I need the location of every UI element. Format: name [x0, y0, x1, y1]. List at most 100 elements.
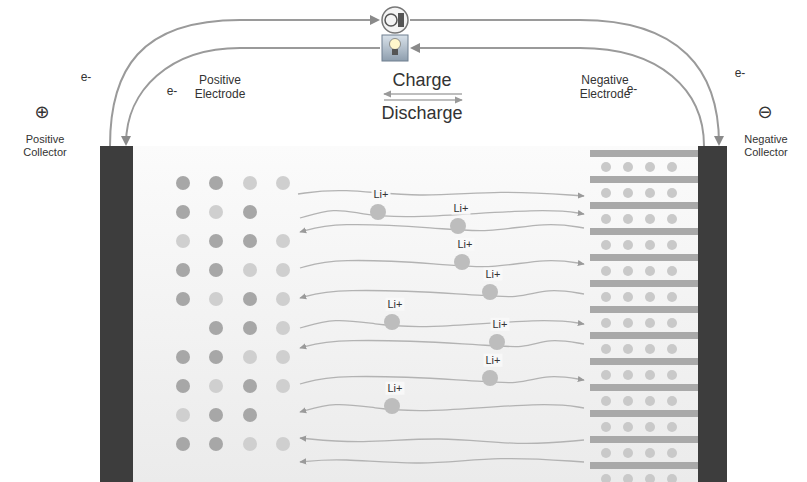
- lithium-site: [623, 344, 633, 354]
- lithium-site: [601, 474, 611, 482]
- cathode-atom: [209, 176, 223, 190]
- lithium-site: [667, 214, 677, 224]
- lithium-site: [645, 266, 655, 276]
- cathode-atom: [243, 408, 257, 422]
- lithium-ion: [370, 204, 386, 220]
- lithium-site: [623, 162, 633, 172]
- cathode-atom: [176, 350, 190, 364]
- ion-label: Li+: [456, 238, 475, 251]
- lithium-site: [601, 214, 611, 224]
- process-label: Charge: [392, 70, 451, 91]
- cathode-atom: [276, 292, 290, 306]
- graphite-layer: [590, 436, 698, 443]
- cathode-atom: [176, 437, 190, 451]
- wire: [412, 48, 704, 146]
- lithium-site: [623, 214, 633, 224]
- electrode-label: Positive Electrode: [184, 74, 256, 102]
- ion-path: [300, 377, 584, 384]
- lithium-site: [645, 370, 655, 380]
- lithium-site: [667, 474, 677, 482]
- cathode-atom: [243, 263, 257, 277]
- graphite-layer: [590, 254, 698, 261]
- lithium-ion: [489, 334, 505, 350]
- polarity-symbol: ⊖: [757, 102, 772, 123]
- lithium-site: [645, 422, 655, 432]
- ion-label: Li+: [484, 268, 503, 281]
- polarity-symbol: ⊕: [34, 102, 49, 123]
- cathode-atom: [209, 292, 223, 306]
- cathode-atom: [209, 408, 223, 422]
- lithium-site: [645, 214, 655, 224]
- graphite-layer: [590, 358, 698, 365]
- lithium-ions: [370, 204, 505, 414]
- cathode-atom: [209, 437, 223, 451]
- ion-label: Li+: [484, 354, 503, 367]
- lithium-site: [667, 344, 677, 354]
- lithium-site: [645, 474, 655, 482]
- lithium-ion: [482, 370, 498, 386]
- cathode-atom: [176, 263, 190, 277]
- cathode-atom: [209, 350, 223, 364]
- lithium-ion: [482, 284, 498, 300]
- lithium-site: [645, 448, 655, 458]
- negative-collector-bar: [698, 146, 727, 482]
- lithium-site: [623, 448, 633, 458]
- ion-label: Li+: [386, 382, 405, 395]
- cathode-atom: [243, 205, 257, 219]
- negative-electrode-layers: [590, 150, 698, 482]
- ion-paths: [298, 191, 584, 463]
- ion-path: [300, 405, 584, 412]
- cathode-atom: [276, 234, 290, 248]
- cathode-atom: [209, 263, 223, 277]
- cathode-atom: [276, 437, 290, 451]
- ion-label: Li+: [386, 298, 405, 311]
- graphite-layer: [590, 462, 698, 469]
- graphite-layer: [590, 176, 698, 183]
- lithium-site: [601, 292, 611, 302]
- cathode-atom: [276, 176, 290, 190]
- ion-path: [300, 459, 584, 463]
- lithium-site: [601, 344, 611, 354]
- lithium-site: [601, 396, 611, 406]
- lithium-site: [623, 240, 633, 250]
- lithium-site: [623, 188, 633, 198]
- lithium-site: [601, 162, 611, 172]
- cathode-atom: [243, 321, 257, 335]
- lithium-site: [645, 162, 655, 172]
- lithium-site: [601, 188, 611, 198]
- cathode-atom: [176, 408, 190, 422]
- ion-label: Li+: [491, 318, 510, 331]
- ion-path: [300, 438, 584, 443]
- cathode-atom: [243, 292, 257, 306]
- lithium-site: [645, 188, 655, 198]
- cathode-atom: [176, 234, 190, 248]
- lithium-site: [623, 318, 633, 328]
- graphite-layer: [590, 202, 698, 209]
- cathode-atom: [176, 176, 190, 190]
- ion-path: [300, 341, 584, 348]
- cathode-atom: [209, 234, 223, 248]
- lithium-site: [667, 266, 677, 276]
- graphite-layer: [590, 150, 698, 157]
- electron-label: e-: [167, 85, 178, 99]
- graphite-layer: [590, 410, 698, 417]
- ion-label: Li+: [452, 202, 471, 215]
- positive-collector-bar: [100, 146, 133, 482]
- ion-path: [298, 191, 584, 196]
- positive-electrode-lattice: [176, 176, 290, 451]
- external-circuit: [110, 20, 719, 146]
- lithium-site: [667, 318, 677, 328]
- ion-path: [300, 211, 584, 218]
- lithium-site: [667, 396, 677, 406]
- cathode-atom: [209, 379, 223, 393]
- ion-path: [300, 321, 584, 328]
- cathode-atom: [276, 263, 290, 277]
- collector-label: Negative Collector: [732, 133, 800, 158]
- collector-label: Positive Collector: [11, 133, 79, 158]
- lithium-site: [623, 474, 633, 482]
- bulb-symbol: [382, 35, 408, 61]
- cathode-atom: [276, 350, 290, 364]
- lithium-site: [667, 162, 677, 172]
- ion-path: [300, 225, 584, 232]
- direction-arrows: [384, 94, 462, 100]
